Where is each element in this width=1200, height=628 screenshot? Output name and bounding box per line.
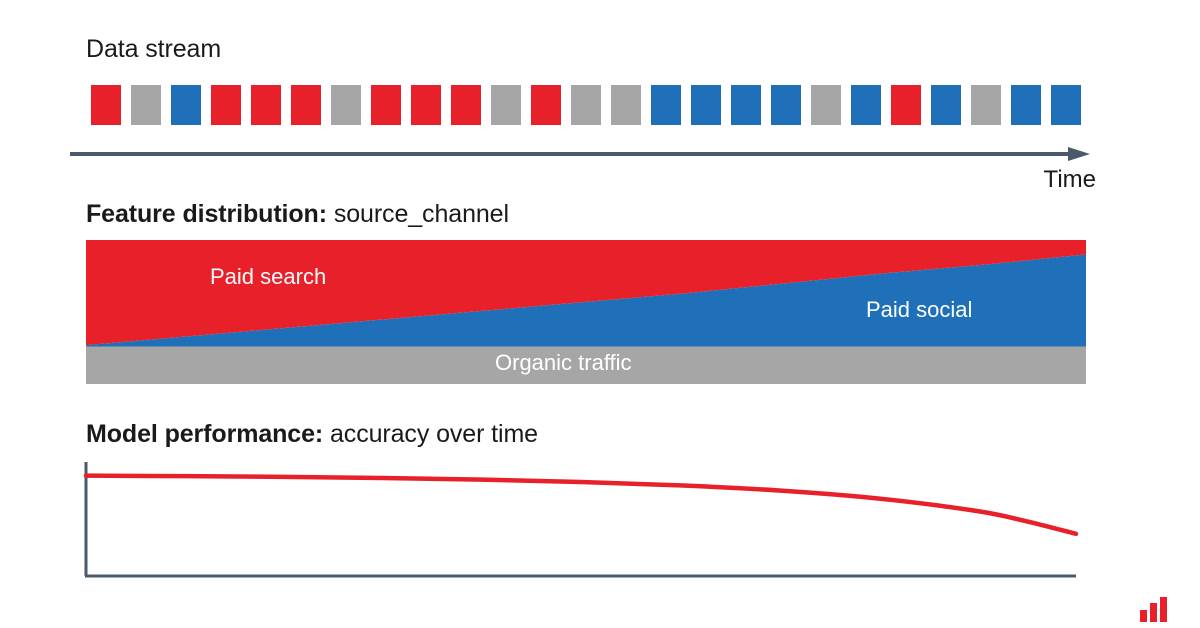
stream-chip-cell (1006, 85, 1046, 125)
accuracy-line-path (83, 473, 1079, 537)
stream-chip-cell (206, 85, 246, 125)
stream-chip-cell (526, 85, 566, 125)
stream-chip-red (371, 85, 401, 125)
stream-chip-cell (966, 85, 1006, 125)
stream-chip-red (531, 85, 561, 125)
feature-distribution-chart: Paid search Paid social Organic traffic (86, 240, 1086, 384)
stream-chip-gray (491, 85, 521, 125)
area-band-organic-traffic (86, 346, 1086, 384)
stream-chip-red (891, 85, 921, 125)
stream-chip-blue (851, 85, 881, 125)
stream-chip-red (211, 85, 241, 125)
stream-chip-gray (131, 85, 161, 125)
stream-chip-cell (1046, 85, 1086, 125)
stream-chip-blue (731, 85, 761, 125)
logo-bar-3 (1160, 597, 1167, 622)
stream-chip-cell (486, 85, 526, 125)
right-arrow-icon (70, 147, 1090, 161)
data-stream-title: Data stream (86, 35, 222, 63)
stream-chip-cell (126, 85, 166, 125)
logo-bar-2 (1150, 603, 1157, 622)
stream-chip-cell (166, 85, 206, 125)
stream-chip-blue (651, 85, 681, 125)
model-performance-title: Model performance: accuracy over time (86, 420, 538, 449)
stream-chip-cell (286, 85, 326, 125)
band-label-organic-traffic: Organic traffic (495, 350, 632, 375)
area-band-paid-search (86, 240, 1086, 346)
stream-chip-cell (246, 85, 286, 125)
stream-chip-gray (331, 85, 361, 125)
feature-distribution-title: Feature distribution: source_channel (86, 200, 509, 229)
band-label-paid-search: Paid search (210, 264, 327, 289)
time-axis-arrow (70, 146, 1090, 162)
stream-chip-cell (686, 85, 726, 125)
stream-chip-cell (726, 85, 766, 125)
stream-chip-cell (766, 85, 806, 125)
stacked-area-svg (86, 240, 1086, 384)
stream-chip-blue (1051, 85, 1081, 125)
stream-chip-cell (926, 85, 966, 125)
band-label-paid-social: Paid social (866, 297, 973, 322)
stream-chip-blue (931, 85, 961, 125)
stream-chip-cell (606, 85, 646, 125)
time-axis-label: Time (1043, 166, 1096, 193)
stream-chip-gray (611, 85, 641, 125)
stream-chip-red (251, 85, 281, 125)
stream-chip-cell (806, 85, 846, 125)
stream-chip-cell (846, 85, 886, 125)
bar-chart-logo (1140, 597, 1170, 622)
stream-chip-cell (446, 85, 486, 125)
stream-chip-gray (971, 85, 1001, 125)
performance-title-strong: Model performance: (86, 420, 324, 448)
stream-chip-gray (811, 85, 841, 125)
feature-title-light: source_channel (326, 200, 509, 228)
accuracy-line-svg (83, 462, 1079, 578)
stream-chip-cell (326, 85, 366, 125)
accuracy-over-time-chart (70, 458, 1090, 588)
stream-chip-cell (886, 85, 926, 125)
stream-chip-cell (86, 85, 126, 125)
stream-chip-blue (171, 85, 201, 125)
feature-title-strong: Feature distribution: (86, 200, 327, 228)
stream-chip-cell (566, 85, 606, 125)
stream-chip-cell (406, 85, 446, 125)
stream-chip-red (411, 85, 441, 125)
stream-chip-red (91, 85, 121, 125)
stream-chip-red (291, 85, 321, 125)
stream-chip-blue (691, 85, 721, 125)
logo-bar-1 (1140, 610, 1147, 622)
stream-chip-red (451, 85, 481, 125)
stream-chip-blue (1011, 85, 1041, 125)
stream-chip-cell (646, 85, 686, 125)
stream-chip-blue (771, 85, 801, 125)
stream-chip-cell (366, 85, 406, 125)
performance-title-light: accuracy over time (323, 420, 538, 448)
data-stream-chip-row (86, 85, 1086, 125)
stream-chip-gray (571, 85, 601, 125)
